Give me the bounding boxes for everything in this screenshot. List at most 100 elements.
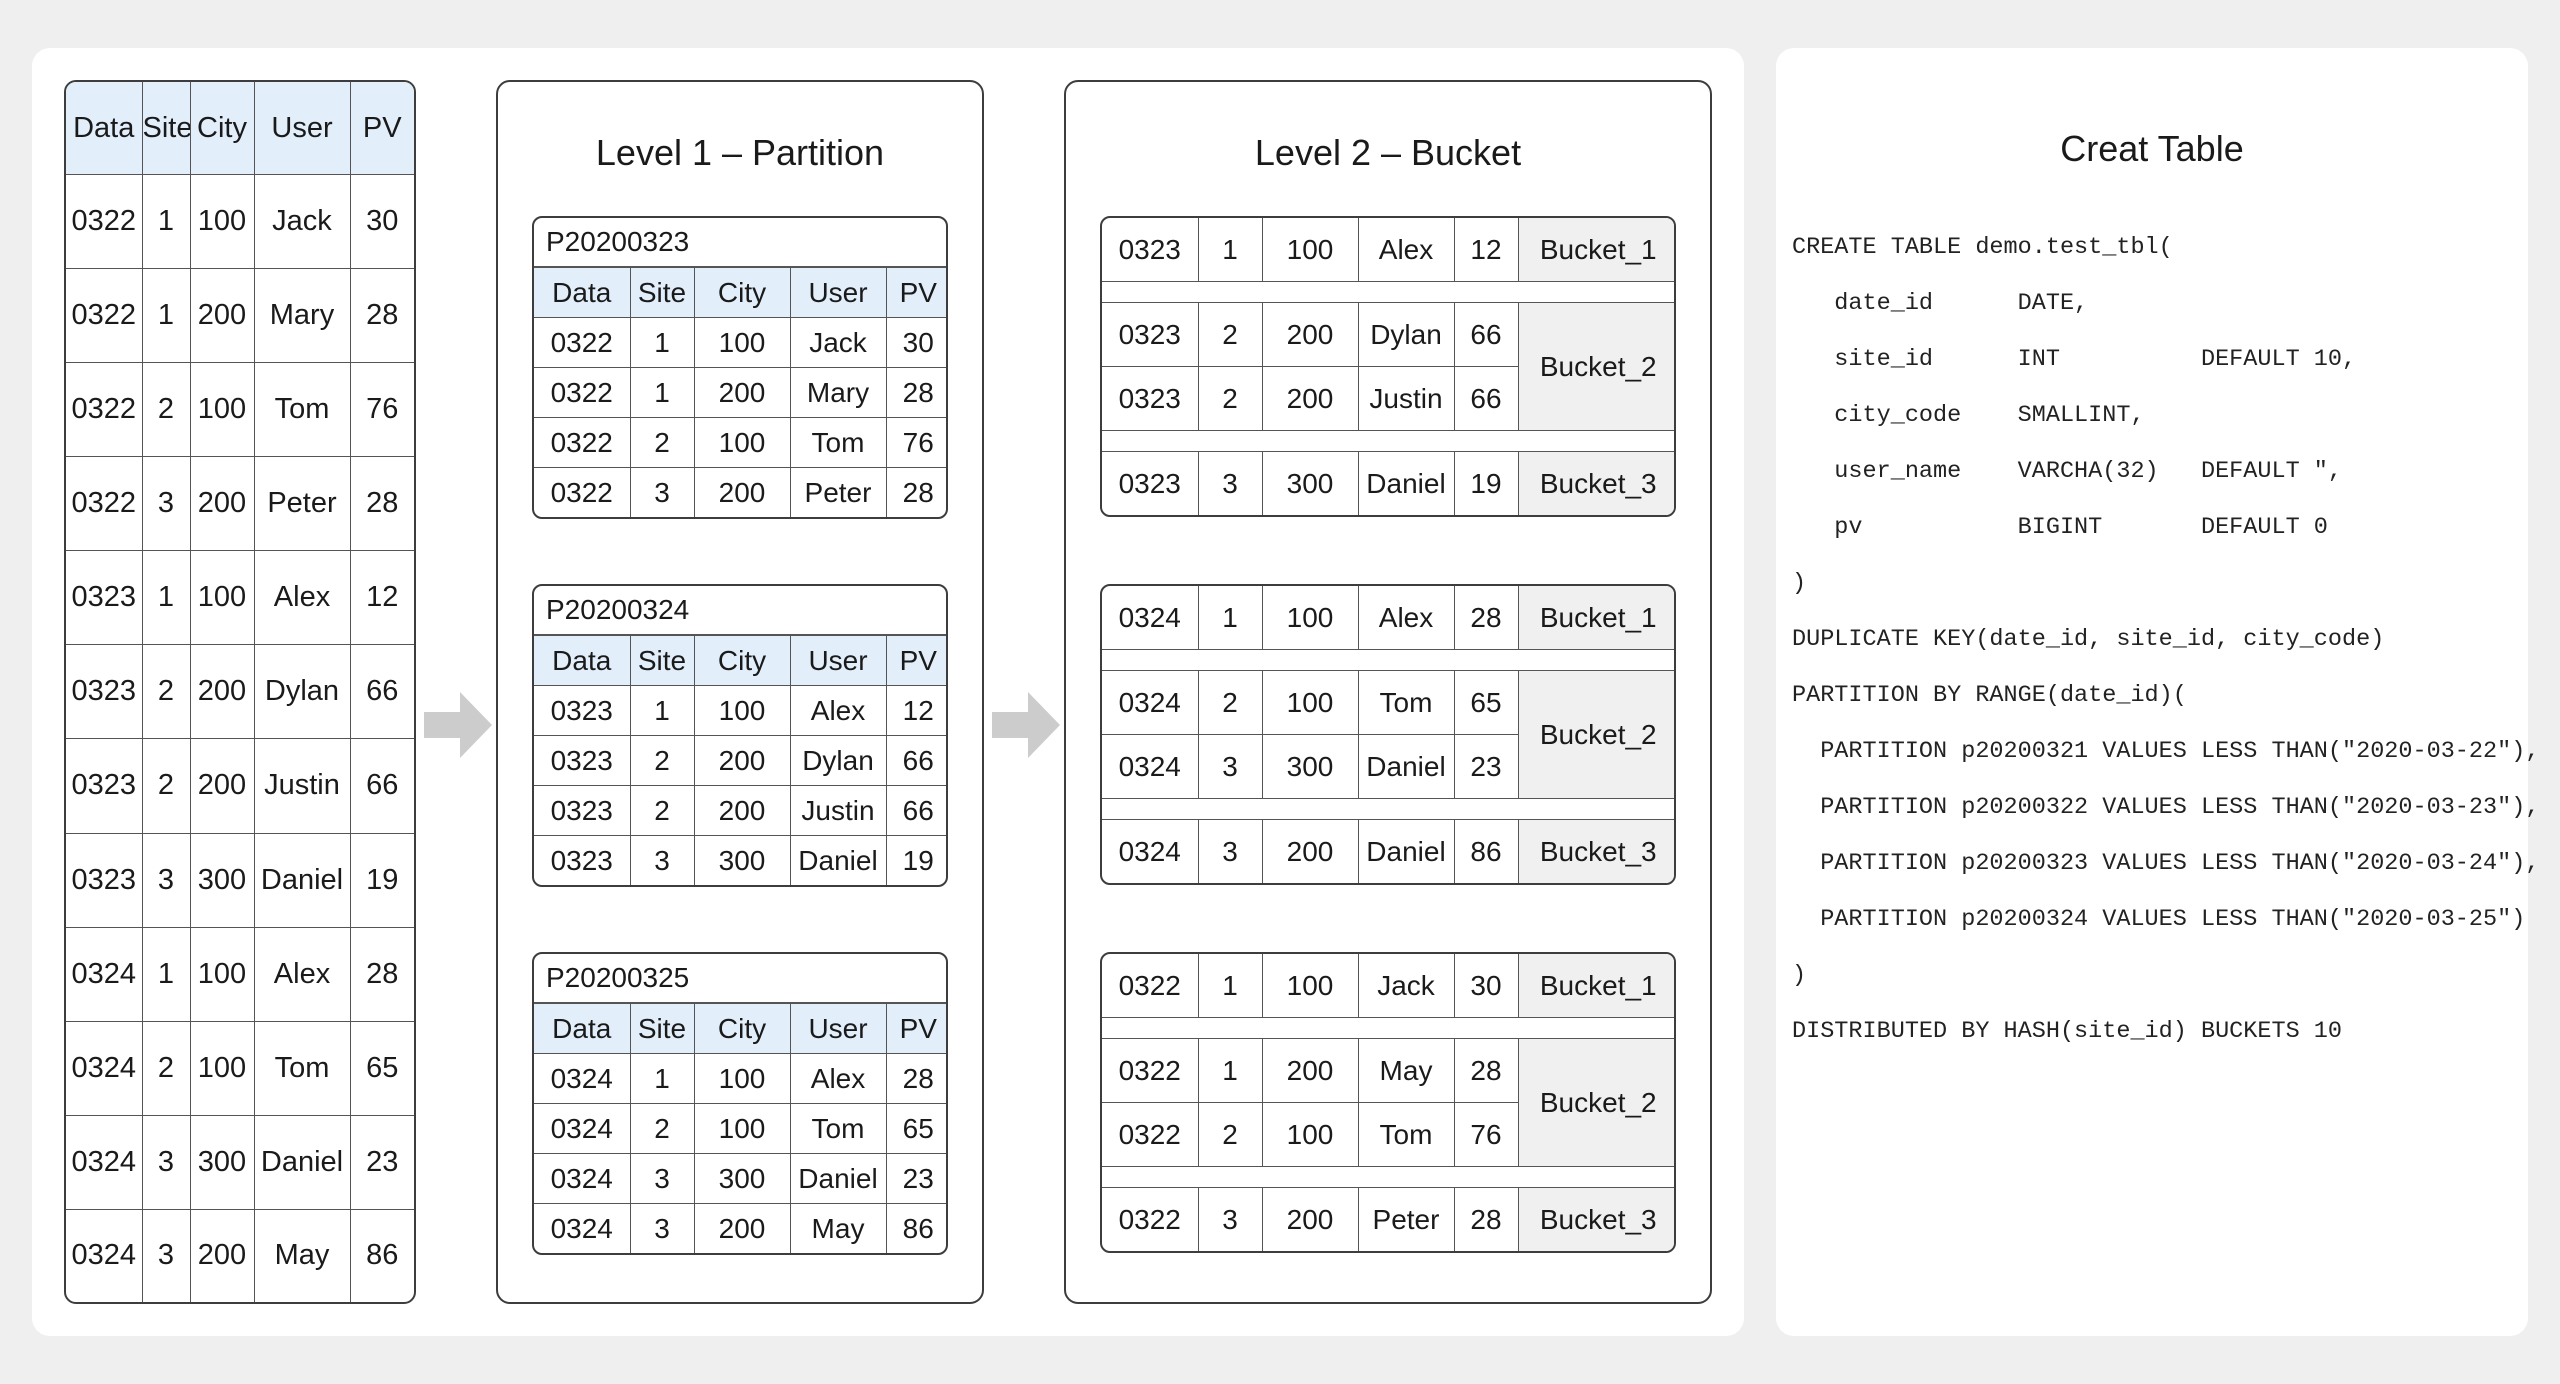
table-cell: 100	[693, 317, 791, 368]
table-cell: 200	[189, 268, 255, 364]
table-cell: 65	[885, 1103, 946, 1154]
bucket-gap	[1102, 430, 1674, 452]
table-cell: Alex	[789, 685, 887, 736]
bucket-label: Bucket_3	[1517, 819, 1674, 883]
code-line: CREATE TABLE demo.test_tbl(	[1792, 234, 2173, 261]
table-cell: 65	[1453, 670, 1519, 735]
table-cell: 0323	[1102, 451, 1199, 515]
table-cell: 100	[1261, 954, 1359, 1018]
code-line: )	[1792, 570, 1807, 597]
table-cell: 3	[1197, 819, 1263, 883]
table-cell: 100	[189, 1020, 255, 1116]
table-cell: Daniel	[1357, 819, 1455, 883]
table-cell: 12	[1453, 218, 1519, 282]
table-cell: Justin	[1357, 366, 1455, 431]
table-cell: 28	[1453, 586, 1519, 650]
table-cell: 1	[141, 926, 191, 1022]
column-header: Data	[534, 635, 631, 686]
table-cell: 0324	[534, 1153, 631, 1204]
code-line: PARTITION p20200321 VALUES LESS THAN("20…	[1792, 738, 2540, 765]
table-cell: 200	[1261, 819, 1359, 883]
bucket-gap	[1102, 1166, 1674, 1188]
table-cell: 2	[629, 735, 695, 786]
table-cell: 0324	[534, 1103, 631, 1154]
table-cell: 200	[189, 738, 255, 834]
gap-cell	[1102, 281, 1674, 303]
table-cell: 3	[629, 1203, 695, 1253]
table-cell: 0323	[1102, 218, 1199, 282]
table-cell: Dylan	[253, 644, 351, 740]
table-cell: 0322	[66, 174, 143, 270]
table-cell: 30	[885, 317, 946, 368]
column-header: Site	[629, 1003, 695, 1054]
table-cell: 100	[693, 1103, 791, 1154]
column-header: Site	[629, 267, 695, 318]
table-cell: 1	[1197, 586, 1263, 650]
table-cell: 100	[1261, 1102, 1359, 1167]
code-line: user_name VARCHA(32) DEFAULT ",	[1792, 458, 2342, 485]
table-cell: Daniel	[1357, 734, 1455, 799]
partition-name: P20200324	[534, 586, 946, 635]
table-cell: 0324	[66, 1208, 143, 1302]
table-cell: 1	[629, 685, 695, 736]
bucket-label: Bucket_1	[1517, 586, 1674, 650]
table-cell: 28	[885, 367, 946, 418]
table-cell: 0323	[534, 835, 631, 885]
table-cell: Tom	[253, 362, 351, 458]
table-cell: 0322	[66, 268, 143, 364]
table-cell: Jack	[253, 174, 351, 270]
table-cell: 66	[885, 735, 946, 786]
table-cell: Alex	[789, 1053, 887, 1104]
table-cell: 200	[693, 1203, 791, 1253]
table-cell: 2	[629, 417, 695, 468]
table-cell: 28	[349, 926, 414, 1022]
table-cell: 1	[629, 317, 695, 368]
bucket-label: Bucket_2	[1517, 1038, 1674, 1167]
bucket-gap	[1102, 798, 1674, 820]
table-cell: 200	[189, 456, 255, 552]
table-cell: 300	[189, 832, 255, 928]
table-cell: 0323	[534, 685, 631, 736]
table-cell: 0322	[534, 467, 631, 517]
table-cell: 76	[1453, 1102, 1518, 1167]
table-cell: 100	[189, 174, 255, 270]
table-cell: 1	[141, 174, 191, 270]
gap-cell	[1102, 1017, 1674, 1039]
table-cell: 3	[629, 1153, 695, 1204]
table-cell: 28	[1453, 1187, 1519, 1251]
table-cell: 3	[141, 456, 191, 552]
gap-cell	[1102, 649, 1674, 671]
table-cell: 100	[693, 417, 791, 468]
table-cell: 23	[349, 1114, 414, 1210]
code-line: DUPLICATE KEY(date_id, site_id, city_cod…	[1792, 626, 2385, 653]
bucket-gap	[1102, 281, 1674, 303]
table-cell: Justin	[789, 785, 887, 836]
column-header: User	[253, 82, 351, 176]
table-cell: 3	[1197, 734, 1263, 799]
column-header: PV	[885, 1003, 946, 1054]
table-cell: Alex	[253, 550, 351, 646]
column-header: Data	[66, 82, 143, 176]
bucket-label: Bucket_2	[1517, 302, 1674, 431]
arrow-right-icon	[992, 692, 1060, 758]
table-cell: 0323	[66, 644, 143, 740]
code-line: PARTITION p20200324 VALUES LESS THAN("20…	[1792, 906, 2526, 933]
column-header: Site	[629, 635, 695, 686]
table-cell: 1	[141, 268, 191, 364]
table-cell: 3	[1197, 451, 1263, 515]
